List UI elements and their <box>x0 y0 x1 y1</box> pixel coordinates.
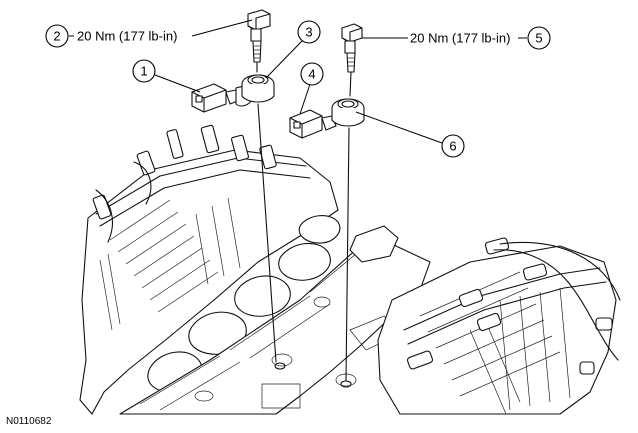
callout-number-4: 4 <box>308 67 315 82</box>
cylinder-head-deck <box>119 231 431 415</box>
right-fuel-rail <box>403 267 607 345</box>
right-harness <box>493 241 621 361</box>
left-cover-ribs <box>99 197 241 331</box>
callout-number-6: 6 <box>449 139 456 154</box>
callout-number-3: 3 <box>305 25 312 40</box>
bolt-left <box>247 9 271 63</box>
callout-number-5: 5 <box>535 31 542 46</box>
callout-2: 2 20 Nm (177 lb-in) <box>45 19 253 48</box>
sensor-connector-right <box>289 109 337 139</box>
callout-3: 3 <box>265 20 321 79</box>
bracket-3 <box>241 74 275 103</box>
center-bracket <box>349 225 399 263</box>
installation-center-lines <box>256 61 352 388</box>
left-injector-connectors <box>92 124 277 220</box>
bolt-right <box>341 23 363 73</box>
left-valve-cover <box>79 149 339 415</box>
right-valve-cover <box>377 245 617 415</box>
callout-number-1: 1 <box>140 64 147 79</box>
callout-4: 4 <box>299 62 324 115</box>
torque-spec-2: 20 Nm (177 lb-in) <box>77 29 177 44</box>
bracket-6 <box>331 98 365 127</box>
left-harness <box>95 161 152 243</box>
callout-5: 5 20 Nm (177 lb-in) <box>362 26 551 50</box>
callout-6: 6 <box>355 111 465 158</box>
callout-number-2: 2 <box>53 29 60 44</box>
callout-1: 1 <box>132 59 201 93</box>
torque-spec-5: 20 Nm (177 lb-in) <box>410 31 510 46</box>
engine-assembly <box>79 124 621 415</box>
figure-id: N0110682 <box>6 416 52 427</box>
